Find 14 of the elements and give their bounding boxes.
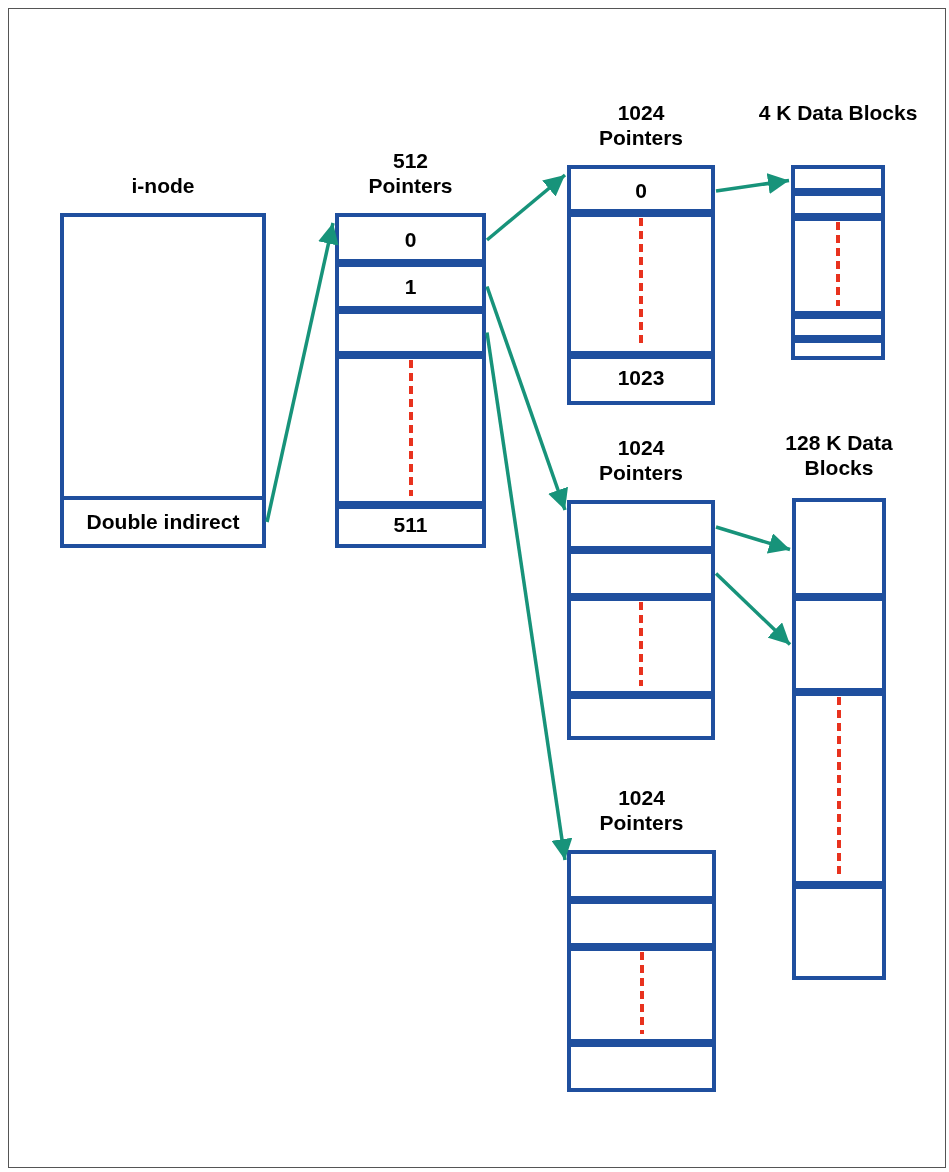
table-heading: 1024 Pointers (598, 100, 684, 150)
table-heading: 1024 Pointers (598, 785, 685, 835)
arrow (485, 173, 567, 242)
table-heading: 4 K Data Blocks (757, 100, 919, 125)
arrow (265, 222, 339, 523)
table-heading: 1024 Pointers (598, 435, 684, 485)
arrow (715, 173, 790, 194)
arrow (715, 525, 791, 554)
table-heading: 512 Pointers (367, 148, 454, 198)
arrow (714, 572, 792, 646)
arrow (485, 285, 568, 511)
table-heading: 128 K Data Blocks (784, 430, 894, 480)
arrow (485, 332, 573, 861)
table-heading: i-node (130, 173, 196, 198)
